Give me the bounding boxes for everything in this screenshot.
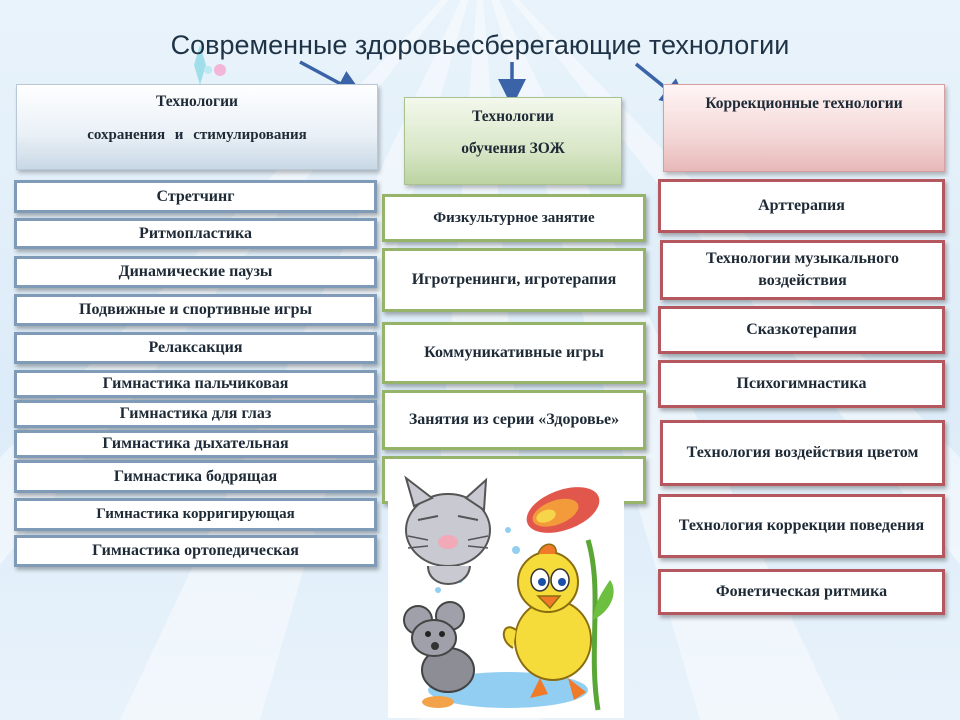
list-item: Технологии музыкального воздействия: [660, 240, 945, 300]
list-item: Арттерапия: [658, 179, 945, 233]
list-item: Стретчинг: [14, 180, 377, 213]
list-item: Психогимнастика: [658, 360, 945, 408]
list-item: Гимнастика ортопедическая: [14, 535, 377, 567]
header-correction-technologies: Коррекционные технологии: [663, 84, 945, 172]
list-item: Гимнастика корригирующая: [14, 498, 377, 531]
list-item: Подвижные и спортивные игры: [14, 294, 377, 326]
list-item: Гимнастика дыхательная: [14, 430, 377, 458]
header-left-line2: сохранения и стимулирования: [87, 127, 307, 143]
cartoon-animals-illustration: [388, 470, 624, 718]
header-left-line1: Технологии: [156, 93, 238, 110]
page-title: Современные здоровьесберегающие технолог…: [170, 30, 790, 60]
sparkle-icon: [194, 45, 226, 85]
list-item: Физкультурное занятие: [382, 194, 646, 242]
list-item: Фонетическая ритмика: [658, 569, 945, 615]
list-item: Коммуникативные игры: [382, 322, 646, 384]
list-item: Гимнастика пальчиковая: [14, 370, 377, 398]
list-item: Игротренинги, игротерапия: [382, 248, 646, 312]
list-item: Динамические паузы: [14, 256, 377, 288]
list-item: Гимнастика бодрящая: [14, 460, 377, 493]
header-preservation-technologies: Технологии сохранения и стимулирования: [16, 84, 378, 170]
header-middle-line1: Технологии: [472, 108, 554, 125]
header-middle-line2: обучения ЗОЖ: [461, 140, 565, 157]
list-item: Технология коррекции поведения: [658, 494, 945, 558]
list-item: Релаксакция: [14, 332, 377, 364]
list-item: Сказкотерапия: [658, 306, 945, 354]
list-item: Занятия из серии «Здоровье»: [382, 390, 646, 450]
header-right-line1: Коррекционные технологии: [705, 95, 903, 112]
list-item: Гимнастика для глаз: [14, 400, 377, 428]
header-healthy-lifestyle-technologies: Технологии обучения ЗОЖ: [404, 97, 622, 185]
list-item: Ритмопластика: [14, 218, 377, 249]
list-item: Технология воздействия цветом: [660, 420, 945, 486]
